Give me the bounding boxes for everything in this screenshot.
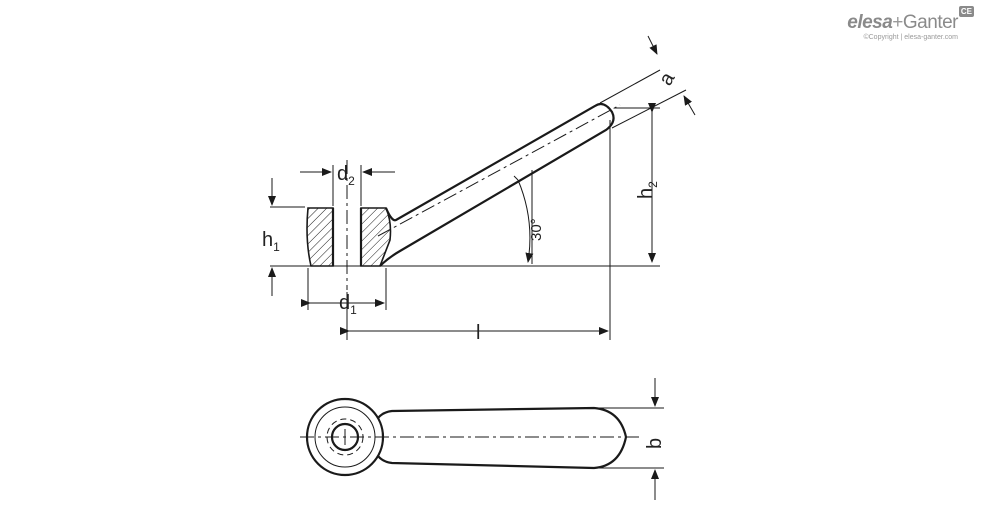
label-h1: h1 [262, 229, 280, 254]
brand-copyright: ©Copyright | elesa-ganter.com [863, 34, 958, 41]
lever-arm-outline [379, 102, 615, 267]
label-l: l [476, 322, 480, 344]
a-arrow-lower [683, 95, 696, 116]
label-h2: h2 [635, 181, 660, 199]
a-extension-2 [611, 89, 687, 129]
a-extension-1 [599, 69, 661, 104]
a-arrow-upper [647, 35, 658, 55]
brand-name-part2: Ganter [902, 12, 959, 33]
angle-arc [517, 179, 534, 263]
brand-logo: elesa+Ganter ©Copyright | elesa-ganter.c… [836, 4, 986, 41]
brand-plus: + [892, 12, 903, 33]
label-b: b [644, 438, 666, 449]
side-view: d2 d1 h1 h2 a l 30° [262, 35, 696, 344]
ce-mark: CE [958, 6, 974, 17]
label-d1: d1 [339, 292, 357, 317]
angle-arc-tail [513, 175, 519, 181]
hub-section-right [360, 207, 392, 267]
top-view: b [300, 378, 666, 500]
label-angle: 30° [528, 218, 545, 241]
lever-top-outline [377, 406, 628, 470]
label-a: a [655, 68, 680, 89]
hub-section-left [306, 207, 334, 267]
label-d2: d2 [337, 163, 355, 188]
lever-axis [377, 104, 621, 237]
brand-name-part1: elesa [847, 12, 893, 33]
brand-name: elesa+Ganter [847, 12, 958, 34]
